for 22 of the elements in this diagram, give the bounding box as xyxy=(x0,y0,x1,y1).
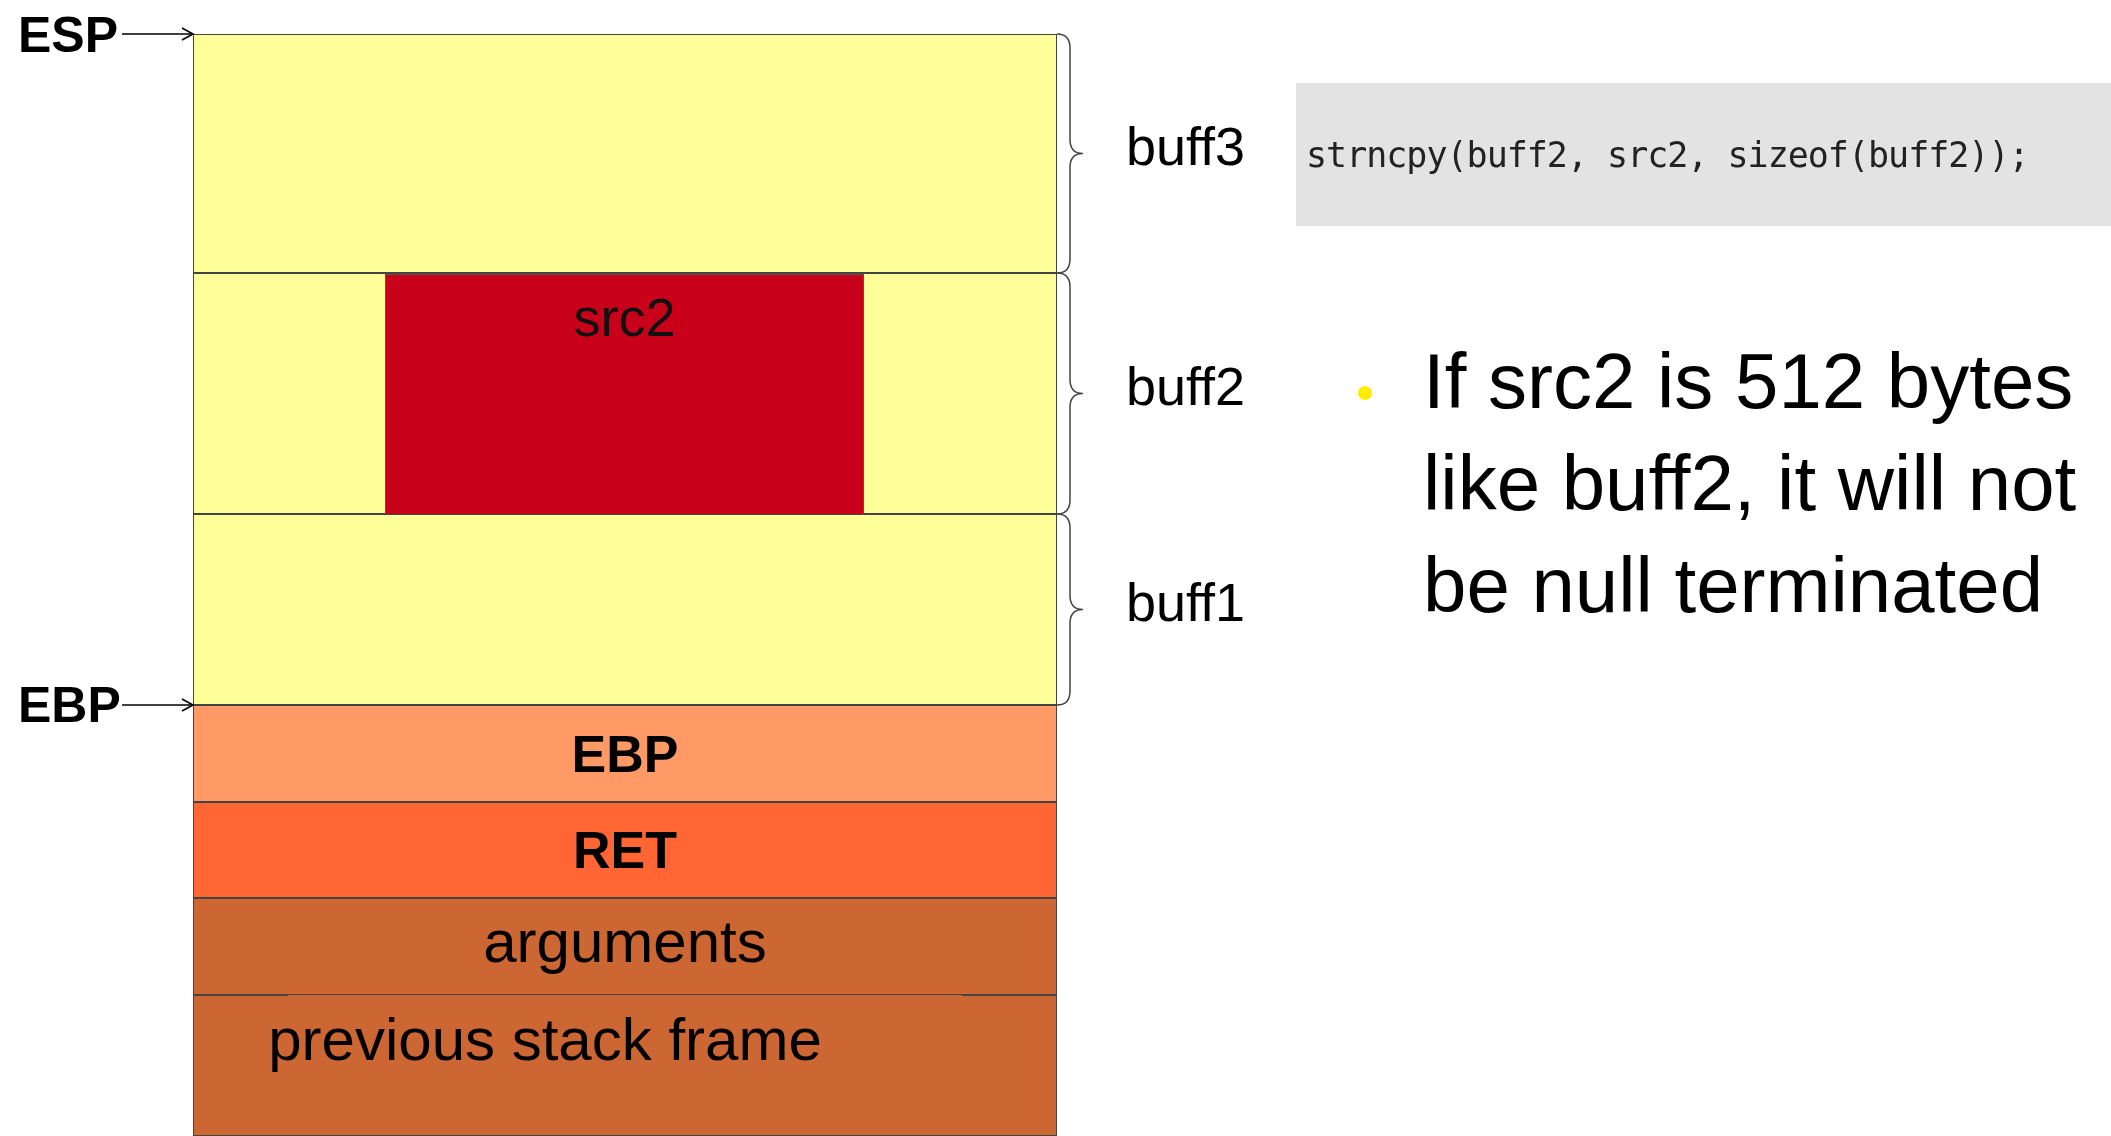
pointer-label: ESP xyxy=(18,8,142,62)
buffer-label: buff2 xyxy=(1126,355,1246,416)
buffer-region xyxy=(193,514,1057,705)
buffer-region xyxy=(193,273,1057,514)
stack-slot xyxy=(193,898,1057,995)
bullet-text: If src2 is 512 bytes like buff2, it will not be null terminated xyxy=(1423,336,2078,631)
arrow xyxy=(121,698,194,712)
stack-slot xyxy=(193,705,1057,802)
slot-label: RET xyxy=(573,821,677,879)
buffer-region xyxy=(193,34,1057,273)
stack-slot xyxy=(193,802,1057,898)
code-line: strncpy(buff2, src2, sizeof(buff2)); xyxy=(1306,134,2029,175)
arrow xyxy=(121,27,194,41)
buffer-label: src2 xyxy=(573,287,676,347)
stack-slot xyxy=(193,995,1057,1136)
source-buffer xyxy=(385,274,864,515)
buffer-label: buff1 xyxy=(1126,571,1246,632)
slot-label: EBP xyxy=(571,724,679,783)
pointer-label: EBP xyxy=(18,678,142,732)
buffer-label: buff3 xyxy=(1126,115,1246,176)
slot-label: previous stack frame xyxy=(268,1007,822,1073)
slot-label: arguments xyxy=(483,908,767,975)
